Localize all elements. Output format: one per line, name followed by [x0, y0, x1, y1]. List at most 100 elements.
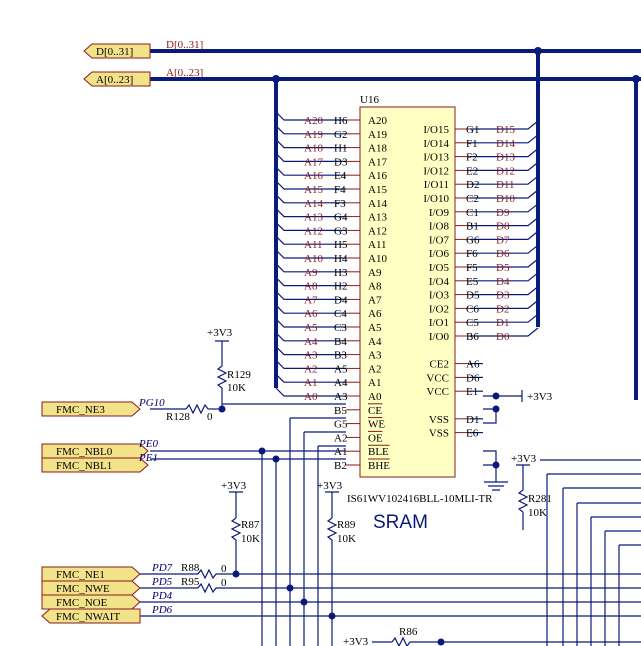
pin-name-label: A19	[368, 129, 387, 141]
pin-ball-label: C4	[334, 308, 347, 320]
pin-net-label: A18	[304, 143, 323, 155]
pin-ball-label: F2	[466, 152, 478, 164]
pin-ball-label: G4	[334, 212, 348, 224]
port-fmc-nwait[interactable]: FMC_NWAIT	[41, 608, 141, 624]
pin-name-label: I/O5	[429, 262, 450, 274]
port-fmc-noe[interactable]: FMC_NOE	[41, 594, 141, 610]
pin-ball-label: C2	[466, 193, 479, 205]
pin-name-label: VCC	[426, 386, 449, 398]
r89-value: 10K	[337, 533, 356, 545]
pin-net-label: D5	[496, 262, 510, 274]
bus-lines	[150, 49, 641, 400]
pin-name-label: I/O2	[429, 303, 449, 315]
pin-net-label: D15	[496, 124, 515, 136]
pin-net-label: A17	[304, 156, 323, 168]
pin-net-label: A0	[304, 391, 318, 403]
pin-name-label: A14	[368, 198, 387, 210]
pin-name-label: BHE	[368, 460, 390, 472]
r88-value: 0	[221, 563, 227, 575]
pin-ball-label: F5	[466, 262, 478, 274]
signal-pd7: PD7	[151, 562, 173, 574]
port-fmc-nbl0[interactable]: FMC_NBL0	[41, 443, 149, 459]
pin-name-label: A0	[368, 391, 382, 403]
r281-ref: R281	[528, 493, 552, 505]
power-wiring-right	[483, 390, 523, 491]
pin-ball-label: G2	[334, 129, 347, 141]
pin-net-label: A14	[304, 198, 323, 210]
r89-supply: +3V3	[317, 480, 343, 492]
chip-pin-left: A19 G2 A19	[275, 125, 387, 141]
r89-ref: R89	[337, 519, 356, 531]
pin-ball-label: B3	[334, 350, 347, 362]
port-fmc-nwait-label: FMC_NWAIT	[56, 611, 120, 623]
chip-pin-left: A0 A3 A0	[275, 387, 382, 403]
pin-name-label: I/O7	[429, 234, 450, 246]
pin-ball-label: E6	[466, 428, 479, 440]
sram-chip-body[interactable]	[359, 106, 456, 478]
port-fmc-ne1[interactable]: FMC_NE1	[41, 566, 141, 582]
pin-name-label: OE	[368, 432, 383, 444]
pin-net-label: D4	[496, 276, 510, 288]
pin-net-label: A19	[304, 129, 323, 141]
port-fmc-nwe[interactable]: FMC_NWE	[41, 580, 141, 596]
pin-name-label: I/O0	[429, 331, 450, 343]
pin-ball-label: C5	[466, 317, 479, 329]
pin-name-label: I/O12	[423, 165, 449, 177]
pin-net-label: D7	[496, 234, 510, 246]
pin-name-label: I/O6	[429, 248, 450, 260]
pin-net-label: A9	[304, 267, 318, 279]
port-fmc-nbl1[interactable]: FMC_NBL1	[41, 457, 149, 473]
pin-ball-label: C1	[466, 207, 479, 219]
pin-net-label: D6	[496, 248, 510, 260]
pin-ball-label: H2	[334, 281, 347, 293]
r281-supply: +3V3	[511, 453, 537, 465]
bus-port-data-label: D[0..31]	[96, 46, 133, 58]
pin-ball-label: A3	[334, 391, 348, 403]
pin-name-label: A8	[368, 281, 382, 293]
pin-name-label: A1	[368, 377, 381, 389]
pin-name-label: A18	[368, 143, 387, 155]
port-fmc-ne3[interactable]: FMC_NE3	[41, 401, 141, 417]
pin-name-label: A7	[368, 294, 382, 306]
r129-value: 10K	[227, 382, 246, 394]
pin-net-label: A11	[304, 239, 323, 251]
r86-ref: R86	[399, 626, 418, 638]
pin-name-label: A10	[368, 253, 387, 265]
bus-port-address-label: A[0..23]	[96, 74, 133, 86]
pin-ball-label: H5	[334, 239, 348, 251]
pin-ball-label: D4	[334, 294, 348, 306]
pin-name-label: A20	[368, 115, 387, 127]
pin-ball-label: G6	[466, 234, 480, 246]
pin-net-label: A6	[304, 308, 318, 320]
pin-ball-label: C6	[466, 303, 479, 315]
pin-name-label: I/O15	[423, 124, 449, 136]
pin-net-label: D0	[496, 331, 510, 343]
chip-pin-left: A14 F3 A14	[275, 194, 387, 210]
pin-net-label: A5	[304, 322, 318, 334]
pin-net-label: D12	[496, 165, 515, 177]
r128-value: 0	[207, 411, 213, 423]
bus-port-data[interactable]: D[0..31]	[83, 43, 151, 59]
pin-net-label: D11	[496, 179, 515, 191]
pin-ball-label: A6	[466, 359, 480, 371]
pin-net-label: A16	[304, 170, 323, 182]
pin-name-label: A15	[368, 184, 387, 196]
pin-ball-label: F3	[334, 198, 346, 210]
pin-ball-label: B1	[466, 221, 479, 233]
pin-ball-label: G5	[334, 419, 348, 431]
pin-ball-label: E4	[334, 170, 347, 182]
bus-port-address[interactable]: A[0..23]	[83, 71, 151, 87]
r87-resistor	[229, 491, 243, 574]
